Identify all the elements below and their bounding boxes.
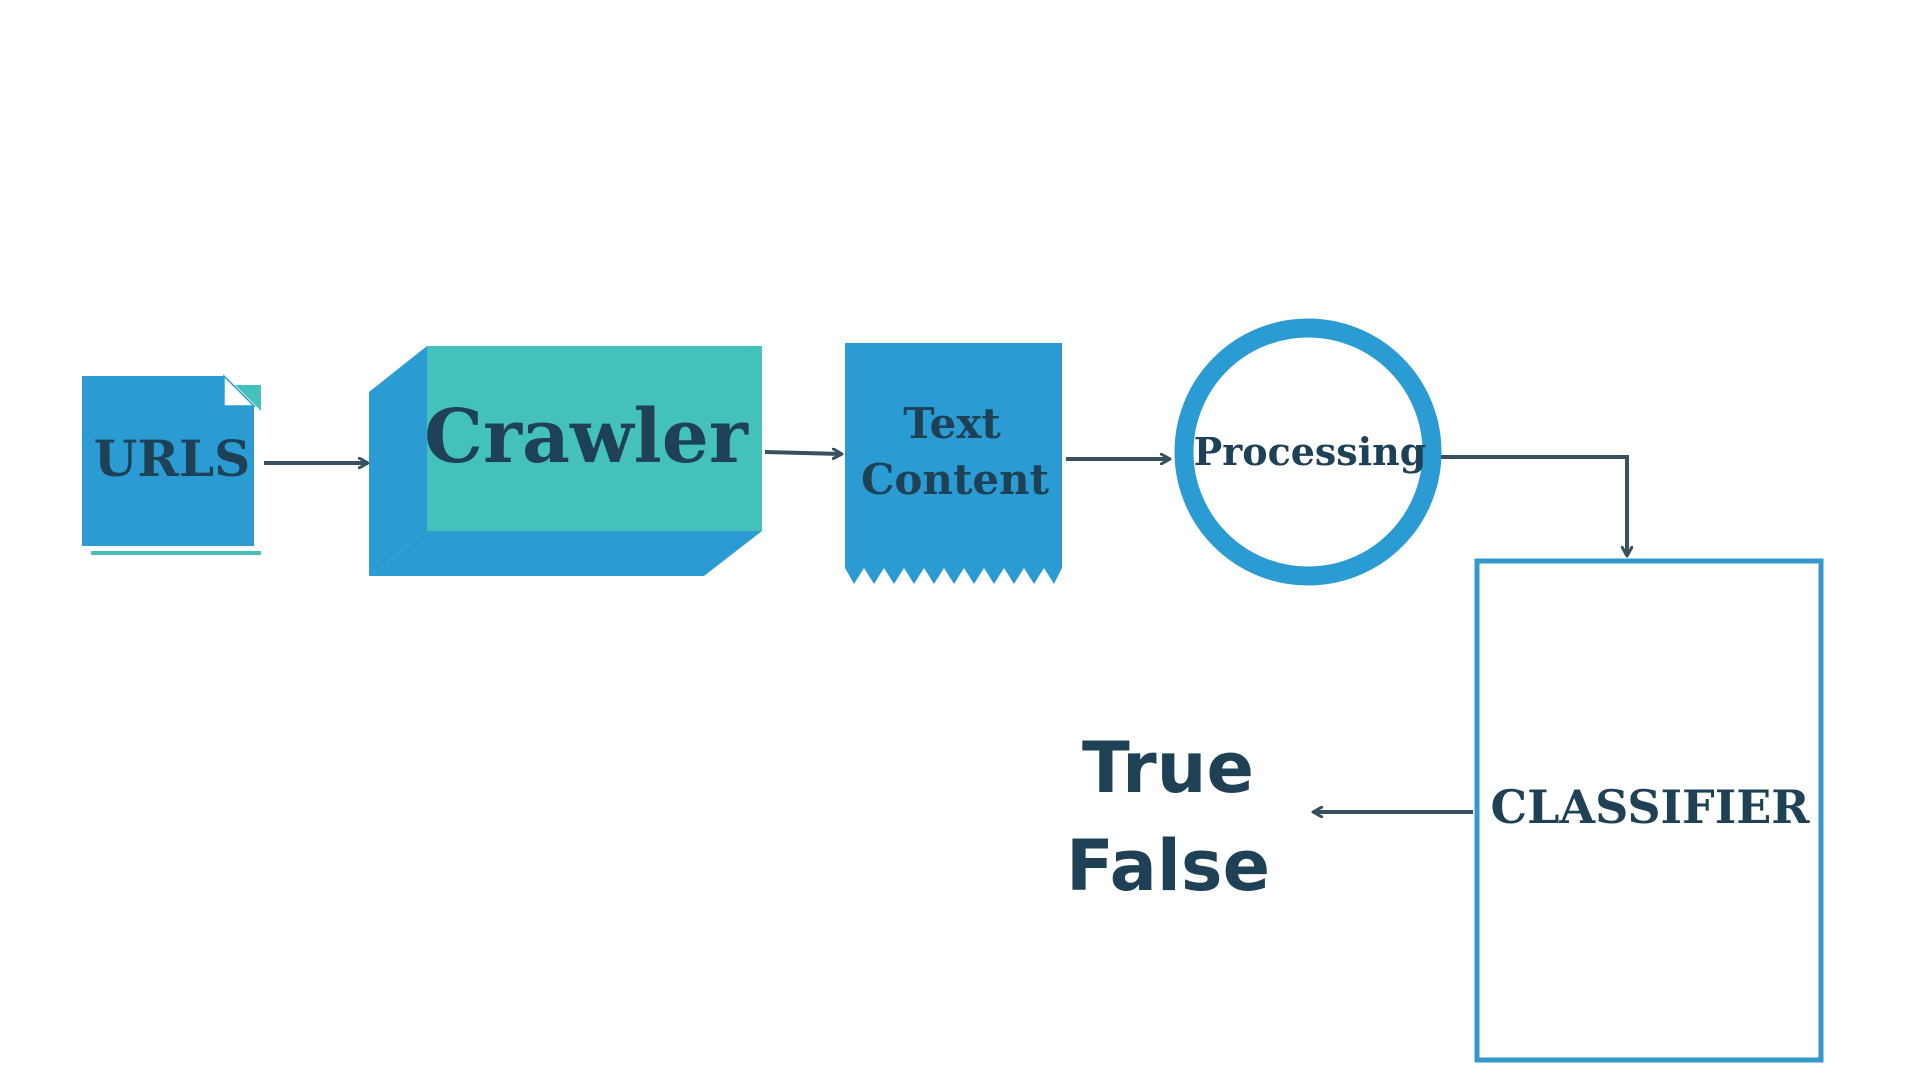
crawler-node: Crawler xyxy=(369,346,762,576)
text-content-label-line2: Content xyxy=(861,455,1050,504)
crawler-bottom-face xyxy=(369,531,762,576)
urls-doc-front xyxy=(82,376,254,546)
processing-node: Processing xyxy=(1174,318,1442,586)
arrow-crawler-to-text xyxy=(764,452,842,454)
text-content-shape xyxy=(845,343,1062,584)
urls-label: URLS xyxy=(94,429,250,488)
classifier-label: CLASSIFIER xyxy=(1490,780,1810,834)
crawler-label: Crawler xyxy=(424,394,749,480)
classifier-box xyxy=(1474,558,1824,1063)
arrow-processing-to-classifier xyxy=(1441,455,1627,556)
text-content-node: Text Content xyxy=(845,343,1062,584)
crawler-front-face xyxy=(427,346,762,531)
output-node: True False xyxy=(1066,727,1270,907)
crawler-left-face xyxy=(369,346,427,576)
urls-doc-fold xyxy=(223,374,256,407)
urls-node: URLS xyxy=(82,374,261,555)
output-false-label: False xyxy=(1066,825,1270,907)
processing-circle xyxy=(1174,318,1442,586)
classifier-node: CLASSIFIER xyxy=(1474,558,1824,1063)
output-true-label: True xyxy=(1082,727,1254,809)
text-content-label-line1: Text xyxy=(903,399,1001,448)
processing-label: Processing xyxy=(1194,429,1427,474)
